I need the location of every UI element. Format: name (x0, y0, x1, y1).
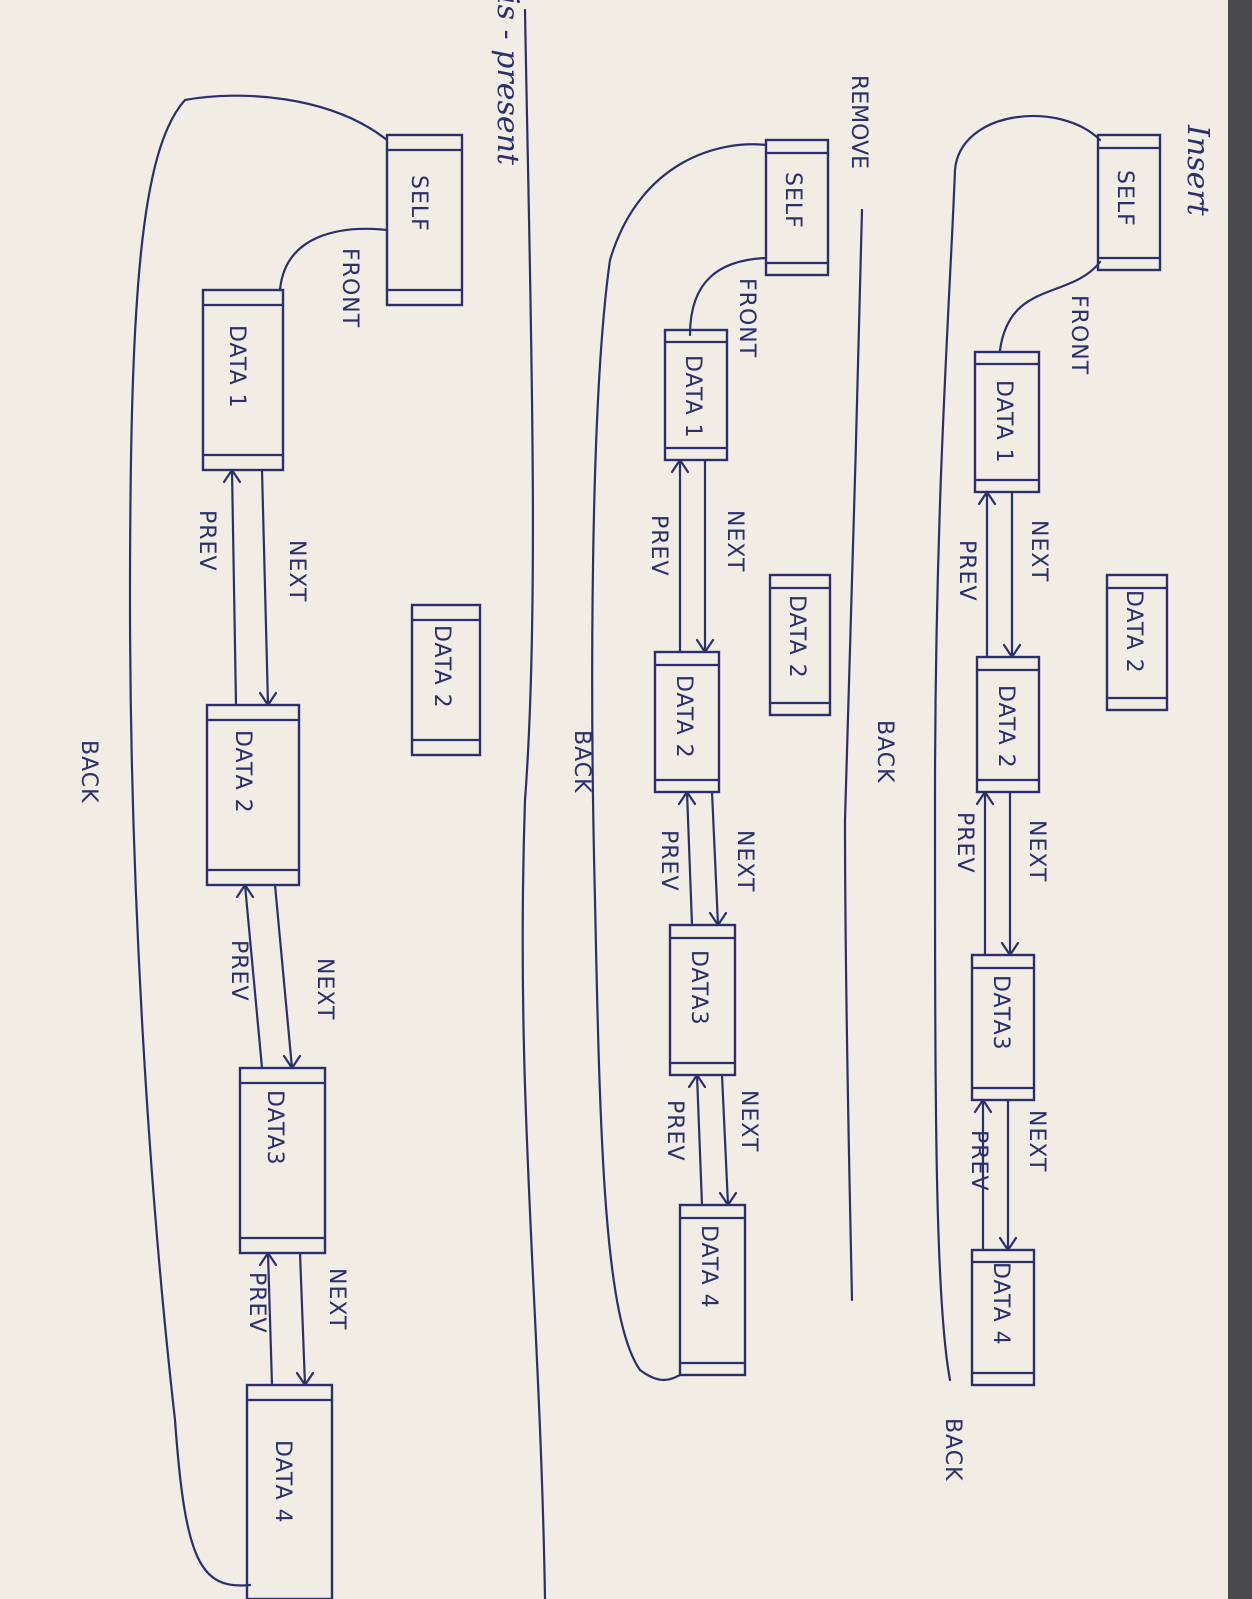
front-pointer (688, 256, 768, 337)
svg-text:PREV: PREV (244, 1272, 269, 1334)
link-3-4: NEXT PREV (244, 1251, 349, 1387)
svg-text:DATA3: DATA3 (686, 950, 711, 1026)
svg-text:NEXT: NEXT (312, 958, 337, 1020)
front-label: FRONT (1066, 295, 1091, 375)
front-pointer (278, 227, 389, 292)
svg-text:NEXT: NEXT (324, 1268, 349, 1330)
node-data-2: DATA 2 (653, 650, 721, 794)
svg-text:DATA 4: DATA 4 (988, 1262, 1013, 1346)
node-data-1: DATA 1 (201, 288, 285, 472)
node-data-2: DATA 2 (205, 703, 301, 887)
node-data-3: DATA3 (668, 923, 737, 1077)
svg-text:NEXT: NEXT (1026, 520, 1051, 582)
svg-text:NEXT: NEXT (1024, 1110, 1049, 1172)
svg-text:PREV: PREV (656, 830, 681, 892)
svg-text:DATA 4: DATA 4 (270, 1440, 295, 1524)
svg-text:PREV: PREV (226, 940, 251, 1002)
svg-text:DATA3: DATA3 (262, 1090, 287, 1166)
section-title: is - present (490, 0, 525, 166)
svg-text:PREV: PREV (646, 515, 671, 577)
svg-text:NEXT: NEXT (732, 830, 757, 892)
svg-text:DATA 1: DATA 1 (680, 355, 705, 439)
floating-node: DATA 2 (768, 573, 832, 717)
svg-text:NEXT: NEXT (736, 1090, 761, 1152)
link-2-3: NEXT PREV (656, 790, 757, 927)
section-title: REMOVE (846, 75, 871, 169)
svg-text:DATA 2: DATA 2 (429, 625, 454, 709)
back-pointer (591, 143, 768, 1382)
link-1-2: NEXT PREV (954, 490, 1051, 659)
paper-shadow (1228, 0, 1252, 1599)
front-pointer (998, 260, 1102, 352)
svg-text:NEXT: NEXT (1024, 820, 1049, 882)
node-data-4: DATA 4 (245, 1383, 334, 1599)
section-is-present: is - present SELF FRONT BACK DATA 1 DATA… (76, 0, 525, 1599)
svg-text:NEXT: NEXT (722, 510, 747, 572)
floating-node: DATA 2 (1105, 573, 1169, 712)
self-box: SELF (764, 138, 830, 277)
svg-text:DATA 2: DATA 2 (784, 595, 809, 679)
svg-text:DATA 2: DATA 2 (230, 730, 255, 814)
self-box: SELF (1096, 133, 1162, 272)
svg-text:DATA 1: DATA 1 (224, 325, 249, 409)
node-data-1: DATA 1 (973, 350, 1041, 494)
front-label: FRONT (734, 278, 759, 358)
section-remove: REMOVE SELF FRONT BACK DATA 1 DATA 2 (569, 75, 871, 1382)
back-pointer (128, 94, 389, 1587)
svg-text:DATA 1: DATA 1 (991, 380, 1016, 464)
node-data-4: DATA 4 (970, 1248, 1036, 1387)
back-label-mid: BACK (76, 740, 101, 804)
link-1-2: NEXT PREV (646, 458, 747, 654)
svg-text:PREV: PREV (952, 812, 977, 874)
svg-text:PREV: PREV (966, 1130, 991, 1192)
svg-text:PREV: PREV (954, 540, 979, 602)
self-label: SELF (406, 175, 431, 232)
section-insert: Insert SELF FRONT BACK BACK DATA 1 DATA … (872, 114, 1215, 1482)
divider-1 (843, 208, 864, 1302)
svg-text:DATA3: DATA3 (988, 975, 1013, 1051)
svg-text:DATA 2: DATA 2 (1121, 590, 1146, 674)
svg-text:PREV: PREV (194, 510, 219, 572)
link-3-4: NEXT PREV (662, 1073, 761, 1207)
link-1-2: NEXT PREV (194, 468, 309, 707)
self-label: SELF (780, 172, 805, 229)
svg-text:PREV: PREV (662, 1100, 687, 1162)
svg-text:NEXT: NEXT (284, 540, 309, 602)
node-data-4: DATA 4 (678, 1203, 747, 1377)
node-data-2: DATA 2 (975, 655, 1041, 794)
floating-node: DATA 2 (410, 603, 482, 757)
self-box: SELF (385, 133, 464, 307)
section-title: Insert (1180, 124, 1215, 217)
divider-2 (521, 8, 547, 1599)
link-2-3: NEXT PREV (952, 790, 1049, 957)
front-label: FRONT (337, 248, 362, 328)
back-pointer (933, 114, 1102, 1382)
node-data-3: DATA3 (238, 1066, 327, 1255)
link-2-3: NEXT PREV (226, 883, 337, 1070)
back-label-tail: BACK (940, 1418, 965, 1482)
link-3-4: NEXT PREV (966, 1098, 1049, 1252)
svg-text:DATA 4: DATA 4 (696, 1225, 721, 1309)
node-data-3: DATA3 (970, 953, 1036, 1102)
back-label-mid: BACK (872, 720, 897, 784)
svg-text:DATA 2: DATA 2 (993, 685, 1018, 769)
self-label: SELF (1112, 170, 1137, 227)
svg-text:DATA 2: DATA 2 (671, 675, 696, 759)
node-data-1: DATA 1 (663, 328, 729, 462)
back-label-mid: BACK (569, 730, 594, 794)
